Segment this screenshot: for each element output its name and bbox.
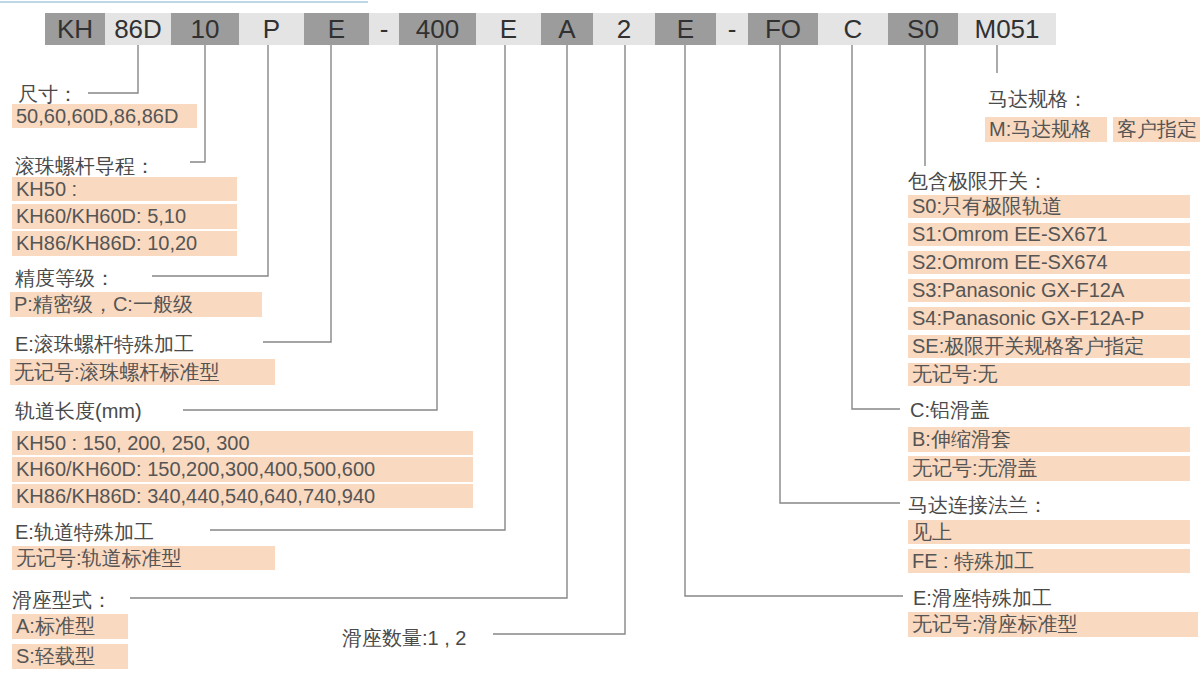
- row-flange-fe: FE : 特殊加工: [908, 549, 1190, 573]
- connector-slider-special: [685, 45, 903, 596]
- connector-slider-count: [493, 45, 625, 634]
- row-rail-standard: 无记号:轨道标准型: [12, 546, 275, 570]
- row-cover-none: 无记号:无滑盖: [908, 456, 1190, 481]
- label-cover: C:铝滑盖: [910, 397, 990, 424]
- row-limit-se: SE:极限开关规格客户指定: [908, 335, 1190, 358]
- row-motor-spec: M:马达规格: [985, 117, 1107, 142]
- row-lead-kh60: KH60/KH60D: 5,10: [12, 204, 237, 229]
- row-limit-none: 无记号:无: [908, 363, 1190, 386]
- row-limit-s0: S0:只有极限轨道: [908, 195, 1190, 218]
- connector-flange: [780, 45, 900, 503]
- label-slider-count: 滑座数量:1 , 2: [342, 625, 466, 652]
- row-lead-kh86: KH86/KH86D: 10,20: [12, 231, 237, 256]
- label-accuracy: 精度等级：: [15, 265, 115, 292]
- row-rail-length-kh86: KH86/KH86D: 340,440,540,640,740,940: [12, 484, 473, 508]
- connector-cover: [852, 45, 900, 409]
- row-lead-kh50: KH50 :: [12, 177, 237, 201]
- connector-size: [88, 45, 138, 93]
- row-limit-s3: S3:Panasonic GX-F12A: [908, 279, 1190, 302]
- row-slider-standard: 无记号:滑座标准型: [908, 612, 1198, 637]
- row-size-values: 50,60,60D,86,86D: [12, 104, 197, 128]
- row-screw-standard: 无记号:滚珠螺杆标准型: [10, 359, 275, 385]
- row-limit-s4: S4:Panasonic GX-F12A-P: [908, 307, 1190, 330]
- label-rail-special: E:轨道特殊加工: [15, 519, 154, 546]
- label-motor-spec: 马达规格：: [988, 86, 1088, 113]
- label-limit-switch: 包含极限开关：: [908, 168, 1048, 195]
- row-cover-b: B:伸缩滑套: [908, 427, 1190, 452]
- label-screw-special: E:滚珠螺杆特殊加工: [15, 331, 194, 358]
- row-motor-custom: 客户指定: [1113, 117, 1200, 142]
- row-rail-length-kh60: KH60/KH60D: 150,200,300,400,500,600: [12, 457, 473, 482]
- row-rail-length-kh50: KH50 : 150, 200, 250, 300: [12, 431, 473, 455]
- row-flange-see-above: 见上: [908, 520, 1190, 544]
- row-limit-s2: S2:Omrom EE-SX674: [908, 251, 1190, 274]
- connector-screw-special: [263, 45, 331, 342]
- label-flange: 马达连接法兰：: [908, 492, 1048, 519]
- row-slider-type-s: S:轻载型: [12, 644, 128, 669]
- label-slider-type: 滑座型式：: [12, 587, 112, 614]
- row-accuracy-values: P:精密级，C:一般级: [10, 292, 262, 317]
- row-limit-s1: S1:Omrom EE-SX671: [908, 223, 1190, 246]
- row-slider-type-a: A:标准型: [12, 614, 128, 639]
- label-lead: 滚珠螺杆导程：: [15, 153, 155, 180]
- label-slider-special: E:滑座特殊加工: [913, 585, 1052, 612]
- label-rail-length: 轨道长度(mm): [15, 398, 142, 425]
